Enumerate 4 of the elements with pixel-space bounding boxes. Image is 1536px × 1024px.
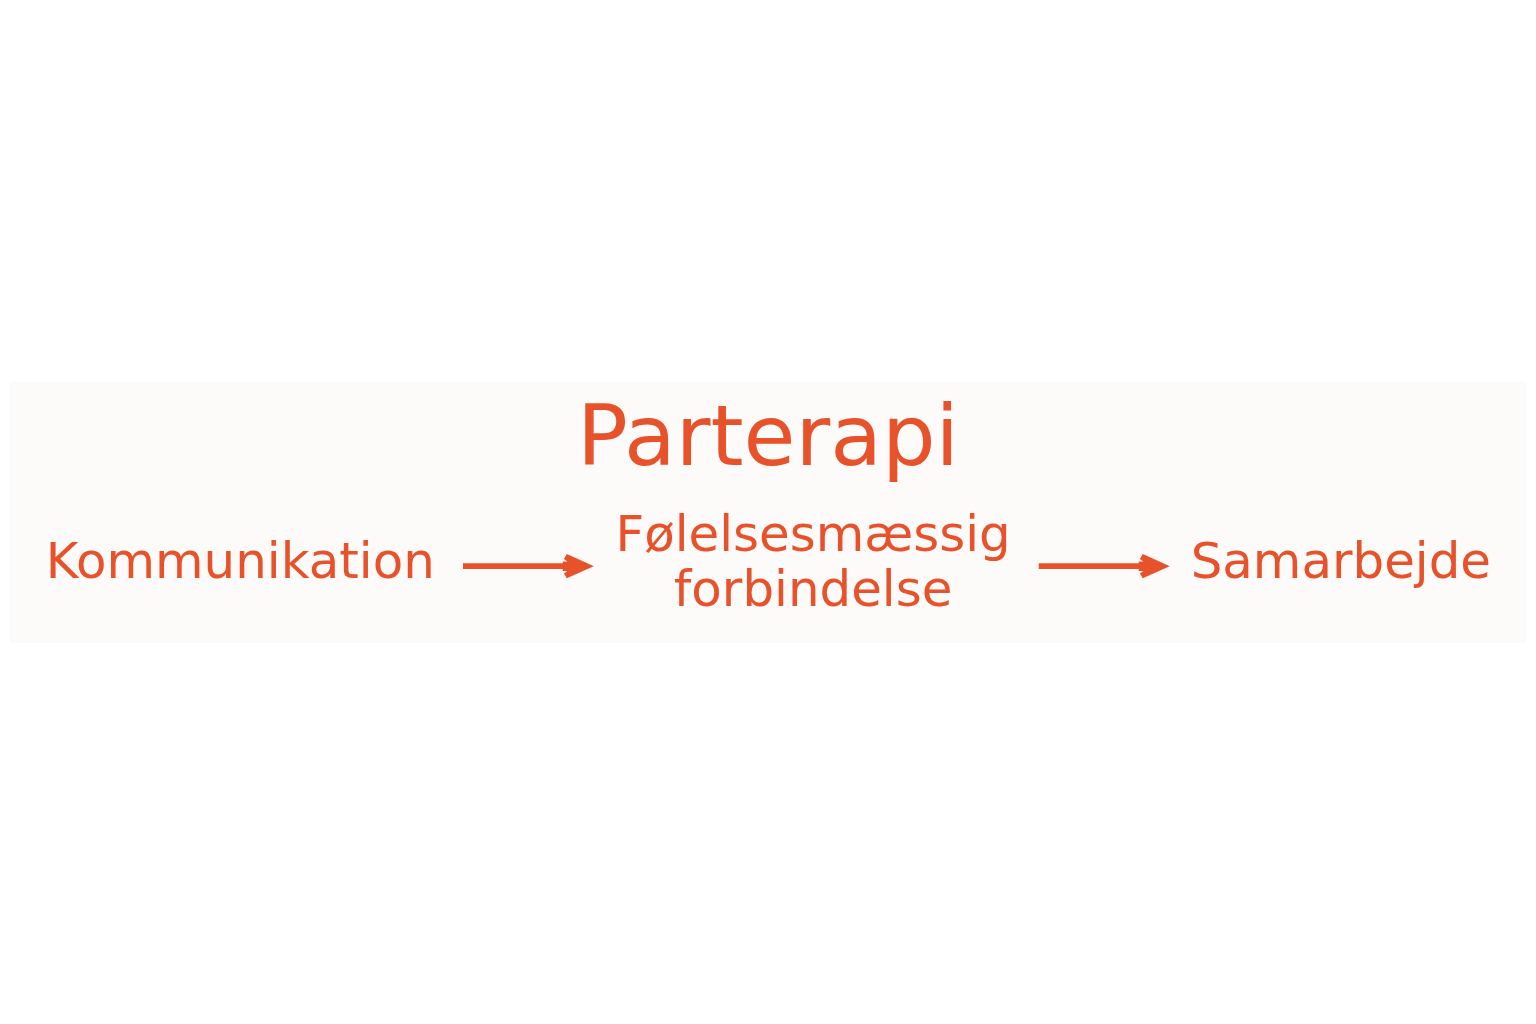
- diagram-title: Parterapi: [576, 386, 960, 485]
- node-text: Kommunikation: [45, 531, 435, 590]
- node-text: Samarbejde: [1190, 531, 1492, 590]
- node-text: Følelsesmæssig forbindelse: [615, 504, 1011, 618]
